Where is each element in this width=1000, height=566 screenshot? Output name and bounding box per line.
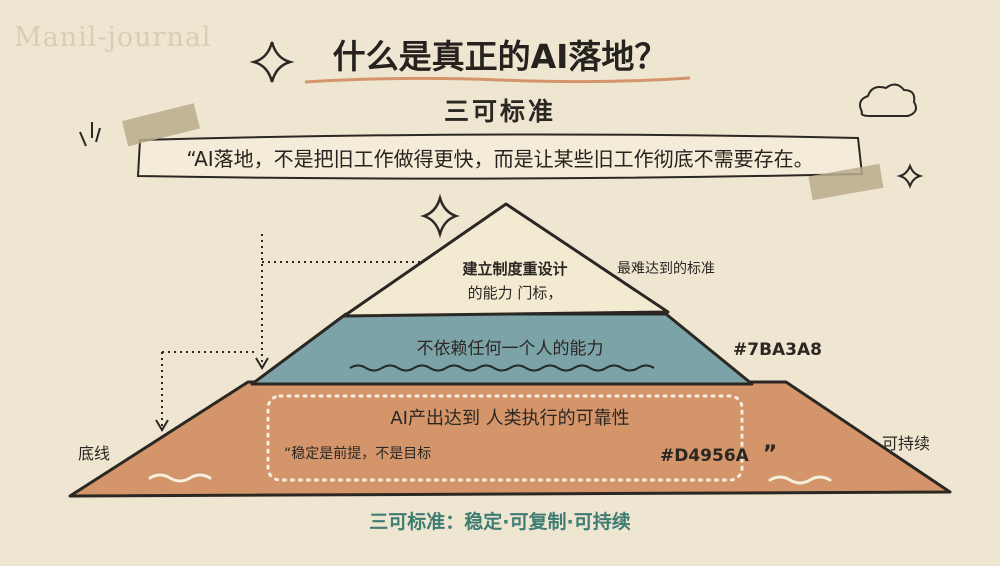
dotted-arrow-top-head xyxy=(255,357,269,370)
wavy-line-middle xyxy=(349,364,655,372)
base-tier-color-label: #D4956A ” xyxy=(660,442,777,467)
tape-strip-left xyxy=(121,103,201,147)
base-dotted-box xyxy=(266,394,744,482)
top-tier-label-line1: 建立制度重设计 xyxy=(462,260,568,278)
title-underline xyxy=(304,76,691,84)
tape-strip-right xyxy=(808,163,884,201)
base-close-quote: ” xyxy=(762,442,778,467)
spark-lines-icon xyxy=(79,122,101,147)
base-wave-right xyxy=(768,475,832,485)
page-subtitle: 三可标准 xyxy=(443,97,556,126)
middle-tier-label: 不依赖任何一个人的能力 xyxy=(416,339,604,359)
right-side-label: 可持续 xyxy=(882,434,931,453)
base-color-text: #D4956A xyxy=(660,446,749,466)
cloud-icon xyxy=(859,83,917,117)
spark-right-icon xyxy=(896,163,924,189)
banner-quote: “AI落地，不是把旧工作做得更快，而是让某些旧工作彻底不需要存在。 xyxy=(186,147,814,171)
sparkle-icon xyxy=(249,41,295,83)
top-tier-label-line2: 的能力 门标， xyxy=(467,284,563,302)
top-tier-note: 最难达到的标准 xyxy=(617,261,715,277)
dotted-arrow-mid-head xyxy=(155,419,169,432)
middle-tier-color-label: #7BA3A8 xyxy=(733,340,823,360)
watermark-logo: Manil-journal xyxy=(14,22,212,53)
left-side-label: 底线 xyxy=(78,444,111,463)
base-tier-quote: “稳定是前提，不是目标 xyxy=(284,446,432,462)
pyramid-top-tier xyxy=(342,202,670,318)
bottom-caption: 三可标准：稳定·可复制·可持续 xyxy=(369,511,631,533)
page-title: 什么是真正的AI落地？ xyxy=(332,37,668,76)
base-tier-label: AI产出达到 人类执行的可靠性 xyxy=(390,408,630,429)
base-wave-left xyxy=(148,473,212,483)
pyramid-sparkle-icon xyxy=(420,193,460,239)
